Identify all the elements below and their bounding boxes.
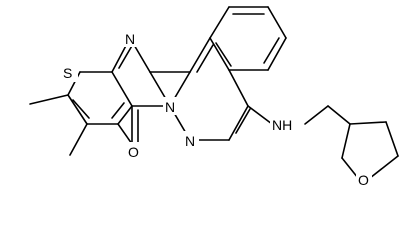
pyridazine-ring xyxy=(169,37,251,141)
tetrahydrofuran-ring xyxy=(341,121,399,179)
atom-N-center: N xyxy=(163,97,179,115)
oxygen-ring-label: O xyxy=(358,172,369,188)
nitrogen-center-label: N xyxy=(165,99,175,115)
atom-N-left: N xyxy=(123,29,139,47)
nitrogen-bottom-label: N xyxy=(185,133,195,149)
thiophene-ring xyxy=(67,71,133,125)
atom-S: S xyxy=(62,62,78,82)
aminomethyl-chain xyxy=(247,105,351,125)
oxygen-carbonyl-label: O xyxy=(128,144,139,160)
nitrogen-left-label: N xyxy=(125,31,135,47)
atom-NH: NH xyxy=(270,115,298,133)
pyrimidinone-ring xyxy=(111,37,191,107)
sulfur-label: S xyxy=(63,65,72,81)
carbonyl-group xyxy=(117,105,139,145)
molecule-structure: S N N N O NH O xyxy=(29,6,399,188)
methyl-groups xyxy=(29,94,88,156)
atom-O-carbonyl: O xyxy=(127,142,143,160)
atom-N-bottom: N xyxy=(183,131,199,149)
atom-O-ring: O xyxy=(356,170,372,188)
amine-nh-label: NH xyxy=(272,117,292,133)
benzene-ring xyxy=(209,6,287,71)
